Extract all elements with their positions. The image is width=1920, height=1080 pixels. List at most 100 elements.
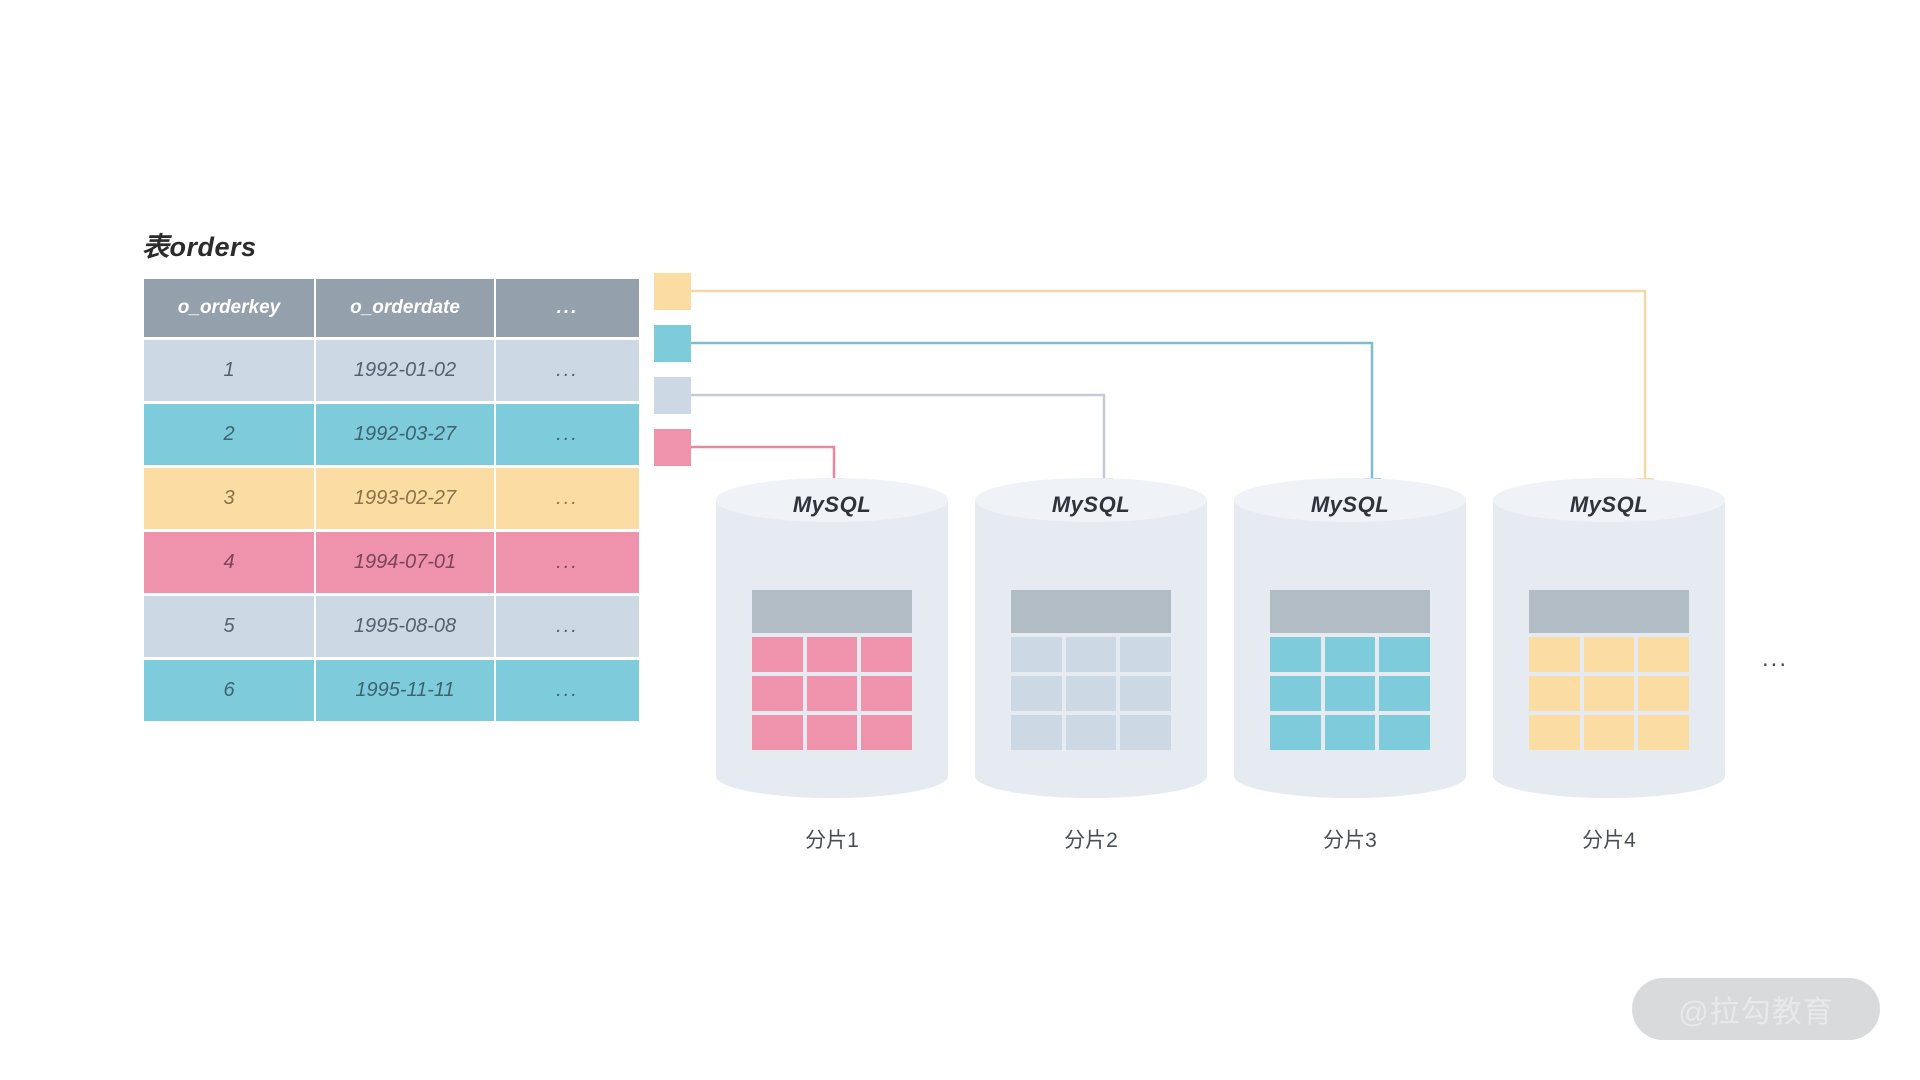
database-cylinder-icon: MySQL [716,478,948,798]
arrow-path-blue [691,341,1374,480]
mini-table [1011,590,1171,750]
mini-cell [1120,676,1171,711]
cell-orderkey: 5 [144,596,314,657]
cell-orderkey: 3 [144,468,314,529]
mini-cell [1379,637,1430,672]
column-header-orderdate: o_orderdate [316,279,494,337]
shard-4: MySQL 分片4 [1493,478,1725,854]
database-label: MySQL [1569,492,1649,517]
mini-cell [1011,715,1062,750]
shard-label: 分片2 [1064,829,1118,852]
shard-label: 分片4 [1582,829,1636,852]
mini-cell [806,637,858,672]
shard-label: 分片3 [1323,829,1377,852]
database-cylinder-icon: MySQL [975,478,1207,798]
shard-label: 分片1 [805,829,859,852]
cell-more: ... [496,468,639,529]
mini-cell [1011,676,1062,711]
mini-table-grid [1529,637,1689,750]
mini-table-header [1270,590,1430,633]
mini-cell [1120,637,1171,672]
cylinder-top [716,478,948,522]
cell-more: ... [496,660,639,721]
mini-cell [1324,637,1376,672]
database-label: MySQL [792,492,872,517]
arrow-path-gray [691,393,1106,480]
mini-table-grid [1011,637,1171,750]
shard-1: MySQL 分片1 [716,478,948,854]
mini-table-grid [752,637,912,750]
column-header-orderkey: o_orderkey [144,279,314,337]
mini-table [1529,590,1689,750]
cylinder-top [975,478,1207,522]
page-title: 表orders [142,232,257,262]
shard-2: MySQL 分片2 [975,478,1207,854]
mini-cell [1065,715,1117,750]
cell-orderkey: 4 [144,532,314,593]
mini-cell [752,676,803,711]
mini-cell [806,676,858,711]
mini-table-header [1529,590,1689,633]
mini-cell [1120,715,1171,750]
watermark: @拉勾教育 [1632,978,1880,1040]
mini-cell [1270,676,1321,711]
orders-table: o_orderkey o_orderdate ... 1 1992-01-02 … [142,276,641,724]
arrow-path-pink [691,445,836,480]
mini-table-grid [1270,637,1430,750]
legend-swatch-gray [654,377,691,414]
mini-cell [1379,715,1430,750]
mini-cell [1270,715,1321,750]
table-row: 2 1992-03-27 ... [144,404,639,465]
mini-cell [806,715,858,750]
arrow-path-yellow [691,289,1647,480]
mini-table [1270,590,1430,750]
mini-cell [1270,637,1321,672]
mini-cell [1011,637,1062,672]
mini-cell [861,676,912,711]
mini-table-header [752,590,912,633]
legend-swatch-pink [654,429,691,466]
cell-orderdate: 1992-01-02 [316,340,494,401]
mini-cell [1638,715,1689,750]
cell-more: ... [496,340,639,401]
cell-orderdate: 1992-03-27 [316,404,494,465]
cell-orderdate: 1994-07-01 [316,532,494,593]
cell-orderkey: 2 [144,404,314,465]
mini-cell [1065,637,1117,672]
mini-cell [1324,715,1376,750]
mini-cell [1529,676,1580,711]
table-row: 5 1995-08-08 ... [144,596,639,657]
mini-cell [1529,715,1580,750]
table-row: 3 1993-02-27 ... [144,468,639,529]
database-label: MySQL [1051,492,1131,517]
mini-cell [1583,637,1635,672]
shard-3: MySQL 分片3 [1234,478,1466,854]
cell-orderkey: 6 [144,660,314,721]
mini-table-header [1011,590,1171,633]
database-cylinder-icon: MySQL [1493,478,1725,798]
mini-table [752,590,912,750]
table-row: 4 1994-07-01 ... [144,532,639,593]
cylinder-top [1234,478,1466,522]
mini-cell [1379,676,1430,711]
cylinder-top [1493,478,1725,522]
orders-table-block: 表orders o_orderkey o_orderdate ... 1 199… [142,225,639,724]
table-header-row: o_orderkey o_orderdate ... [144,279,639,337]
mini-cell [1638,676,1689,711]
mini-cell [1583,715,1635,750]
mini-cell [1638,637,1689,672]
mini-cell [1583,676,1635,711]
cell-orderdate: 1993-02-27 [316,468,494,529]
cell-more: ... [496,404,639,465]
legend-swatch-yellow [654,273,691,310]
table-row: 6 1995-11-11 ... [144,660,639,721]
mini-cell [1324,676,1376,711]
mini-cell [1529,637,1580,672]
cell-orderdate: 1995-08-08 [316,596,494,657]
database-label: MySQL [1310,492,1390,517]
mini-cell [861,637,912,672]
cell-more: ... [496,596,639,657]
column-header-more: ... [496,279,639,337]
mini-cell [1065,676,1117,711]
mini-cell [861,715,912,750]
